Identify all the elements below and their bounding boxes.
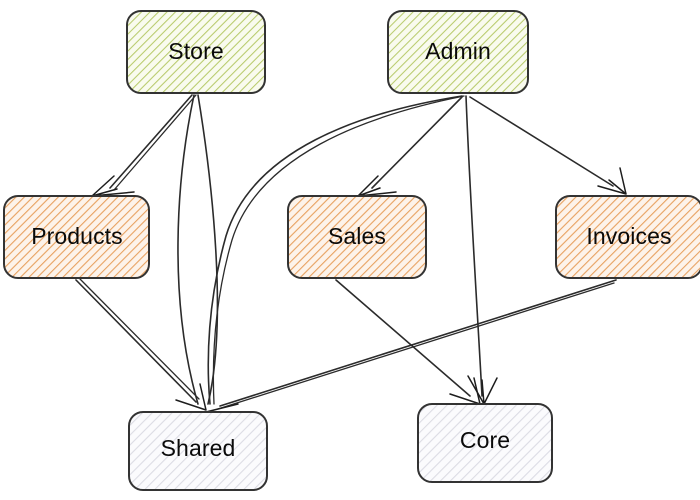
edge-admin-sales[interactable] bbox=[357, 96, 463, 197]
node-store-shape[interactable] bbox=[126, 10, 266, 94]
node-shared[interactable]: Shared bbox=[128, 411, 268, 491]
node-admin[interactable]: Admin bbox=[387, 10, 529, 94]
node-core[interactable]: Core bbox=[417, 403, 553, 483]
edge-store-shared-a[interactable] bbox=[177, 94, 199, 405]
edge-products-shared[interactable] bbox=[75, 278, 207, 411]
node-sales-shape[interactable] bbox=[287, 195, 427, 279]
edge-admin-core[interactable] bbox=[465, 95, 498, 405]
node-core-shape[interactable] bbox=[417, 403, 553, 483]
node-admin-shape[interactable] bbox=[387, 10, 529, 94]
edge-invoices-shared[interactable] bbox=[205, 279, 617, 421]
node-store[interactable]: Store bbox=[126, 10, 266, 94]
edge-admin-shared-a[interactable] bbox=[207, 95, 463, 405]
node-invoices-shape[interactable] bbox=[555, 195, 700, 279]
node-layer: Store Admin Products Sales Invoices Shar bbox=[3, 10, 700, 491]
node-core-label: Core bbox=[460, 427, 510, 453]
node-shared-shape[interactable] bbox=[128, 411, 268, 491]
node-sales[interactable]: Sales bbox=[287, 195, 427, 279]
edge-admin-invoices[interactable] bbox=[469, 96, 627, 195]
node-invoices-label: Invoices bbox=[586, 223, 671, 249]
node-products-label: Products bbox=[31, 223, 123, 249]
node-shared-label: Shared bbox=[161, 435, 236, 461]
node-store-label: Store bbox=[168, 38, 223, 64]
edge-sales-core[interactable] bbox=[335, 279, 481, 405]
edge-admin-shared-b[interactable] bbox=[212, 95, 465, 405]
node-admin-label: Admin bbox=[425, 38, 491, 64]
node-products[interactable]: Products bbox=[3, 195, 150, 279]
edge-layer bbox=[75, 94, 627, 421]
node-products-shape[interactable] bbox=[3, 195, 150, 279]
node-sales-label: Sales bbox=[328, 223, 386, 249]
node-invoices[interactable]: Invoices bbox=[555, 195, 700, 279]
